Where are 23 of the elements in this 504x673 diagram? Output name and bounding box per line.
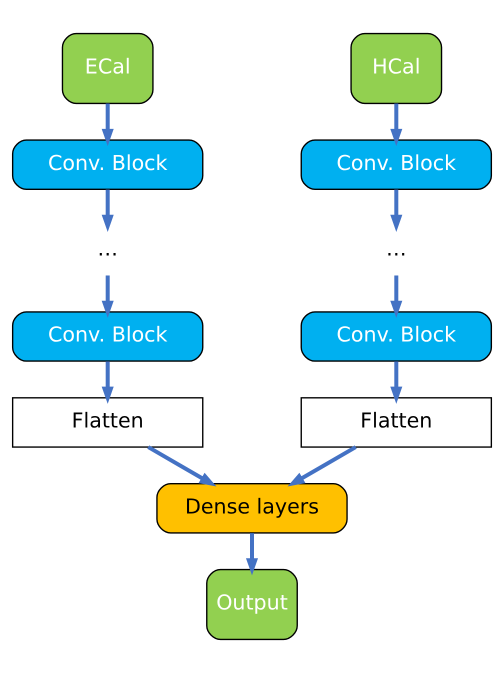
node-text: … (386, 236, 407, 261)
node-box: Conv. Block (12, 139, 204, 190)
node-box: Flatten (300, 397, 492, 448)
arrow (246, 533, 258, 576)
arrow (390, 104, 402, 146)
node-box: HCal (350, 32, 442, 104)
node-box: Conv. Block (300, 311, 492, 362)
node-box: ECal (62, 32, 154, 104)
arrow (390, 275, 402, 318)
arrow (390, 190, 402, 232)
node-box: Conv. Block (300, 139, 492, 190)
node-text: … (97, 236, 118, 261)
arrow (102, 104, 114, 146)
arrow (390, 361, 402, 404)
arrow (102, 275, 114, 318)
node-box: Conv. Block (12, 311, 204, 362)
node-box: Dense layers (156, 482, 348, 534)
arrow (288, 445, 357, 487)
arrow (102, 361, 114, 404)
node-box: Output (206, 568, 298, 640)
node-box: Flatten (12, 397, 204, 448)
arrow (102, 190, 114, 232)
arrow (147, 445, 216, 487)
